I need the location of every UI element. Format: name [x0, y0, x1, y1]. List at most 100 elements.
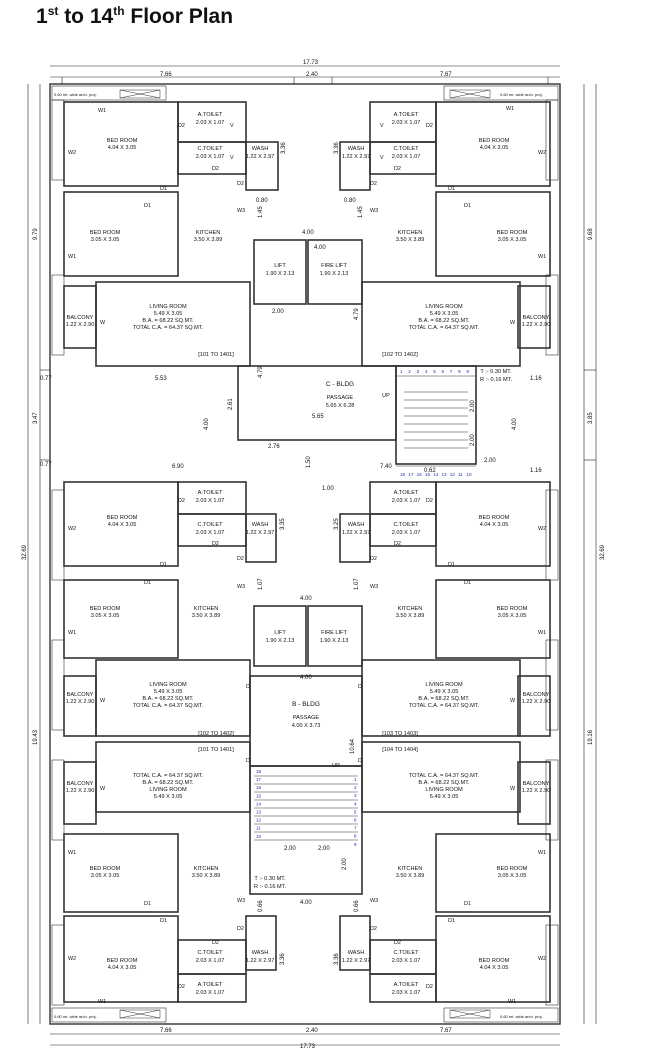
room-ctoilet-bl: C.TOILET	[197, 950, 223, 956]
tag-v-tr2: V	[380, 155, 384, 161]
stair-c-top-step-6: 6	[442, 369, 445, 374]
stair-b-right-step-2: 2	[354, 785, 357, 790]
stair-c-bottom-step-11: 11	[458, 472, 463, 477]
tag-d2-tl3: D2	[237, 181, 244, 187]
room-balcony-bl: BALCONY	[67, 781, 94, 787]
tag-d2-bl3: D2	[178, 984, 185, 990]
tag-w2-bl: W2	[68, 956, 76, 962]
tag-d2-ml: D2	[178, 498, 185, 504]
room-ctoilet-tr-size: 2.03 X 1.07	[392, 154, 421, 160]
tag-d1-tl2: D1	[144, 203, 151, 209]
walls	[63, 101, 551, 1003]
room-bed-tr2-size: 3.05 X 3.05	[498, 237, 527, 243]
tag-w3-tr: W3	[370, 208, 378, 214]
tag-d1-tl: D1	[160, 186, 167, 192]
stair-c-bottom-step-12: 12	[450, 472, 456, 477]
tag-w1-br: W1	[538, 850, 546, 856]
room-atoilet-tr-size: 2.03 X 1.07	[392, 120, 421, 126]
room-living-bl: LIVING ROOM	[149, 787, 187, 793]
window-marks	[119, 89, 491, 1019]
dim-336-tr: 3.36	[334, 142, 340, 154]
dim-400-b3: 4.00	[300, 900, 312, 906]
room-atoilet-ml: A.TOILET	[198, 490, 223, 496]
stair-c-bottom-step-15: 15	[425, 472, 431, 477]
room-living-br: LIVING ROOM	[425, 787, 463, 793]
room-kitchen-bl-size: 3.50 X 3.89	[192, 873, 221, 879]
flat-no-b-bl: [101 TO 1401]	[198, 747, 234, 753]
tag-d1-br: D1	[464, 901, 471, 907]
tag-w-tl: W	[100, 320, 106, 326]
tag-d1-bl: D1	[144, 901, 151, 907]
b-up: UP	[332, 763, 340, 769]
room-atoilet-bl: A.TOILET	[198, 982, 223, 988]
tag-w1-tl: W1	[98, 108, 106, 114]
tag-d1-br2: D1	[448, 918, 455, 924]
dim-400-v: 4.00	[204, 418, 210, 430]
room-bed-bl1-size: 4.04 X 3.05	[108, 965, 137, 971]
tag-d2-br3: D2	[426, 984, 433, 990]
room-living-mr-size: 5.49 X 3.05	[430, 689, 459, 695]
area-ba-br: B.A. = 68.22 SQ.MT.	[418, 780, 470, 786]
room-kitchen-ml: KITCHEN	[194, 606, 219, 612]
room-living-ml: LIVING ROOM	[149, 682, 187, 688]
fire-lift-b: FIRE LIFT	[321, 630, 347, 636]
room-balcony-tl: BALCONY	[67, 315, 94, 321]
dim-145-l: 1.45	[258, 206, 264, 218]
lift-c: LIFT	[274, 263, 286, 269]
room-living-tl: LIVING ROOM	[149, 304, 187, 310]
room-bed-mr1-size: 4.04 X 3.05	[480, 522, 509, 528]
c-up: UP	[382, 393, 390, 399]
tag-w1-br2: W1	[508, 999, 516, 1005]
tag-d2-ml2: D2	[212, 541, 219, 547]
room-wash-bl-size: 1.22 X 2.97	[246, 958, 275, 964]
dim-565: 5.65	[312, 414, 324, 420]
dim-200-c: 2.00	[272, 309, 284, 315]
flat-no-b-tr: [103 TO 1403]	[382, 731, 418, 737]
dim-200-b2: 2.00	[318, 846, 330, 852]
tag-w2-br: W2	[538, 956, 546, 962]
room-bed-bl1: BED ROOM	[107, 958, 138, 964]
lift-b-size: 1.90 X 2.13	[266, 638, 295, 644]
room-bed-tl2-size: 3.05 X 3.05	[91, 237, 120, 243]
tag-w1-tr2: W1	[538, 254, 546, 260]
dim-080-r: 0.80	[344, 198, 356, 204]
tag-w2-tr: W2	[538, 150, 546, 156]
dim-left-h1: 9.79	[33, 228, 39, 240]
room-wash-tr: WASH	[348, 146, 365, 152]
dim-left-top: 7.66	[160, 72, 172, 78]
room-bed-tl2: BED ROOM	[90, 230, 121, 236]
dim-077-b: 0.77	[40, 462, 52, 468]
dim-200-h: 2.00	[484, 458, 496, 464]
room-living-tr-size: 5.49 X 3.05	[430, 311, 459, 317]
stair-b-right-step-6: 6	[354, 818, 357, 823]
room-ctoilet-tl-size: 2.03 X 1.07	[196, 154, 225, 160]
dim-1064: 10.64	[350, 738, 356, 754]
room-bed-tr1: BED ROOM	[479, 138, 510, 144]
projection-strips	[51, 85, 559, 1023]
room-bed-ml1: BED ROOM	[107, 515, 138, 521]
dim-400-c1: 4.00	[302, 230, 314, 236]
dim-400-b2: 4.00	[300, 675, 312, 681]
stair-b	[254, 775, 358, 841]
room-wash-bl: WASH	[252, 950, 269, 956]
room-kitchen-tl: KITCHEN	[196, 230, 221, 236]
room-living-ml-size: 5.49 X 3.05	[154, 689, 183, 695]
room-atoilet-bl-size: 2.03 X 1.07	[196, 990, 225, 996]
fire-lift-c-size: 1.90 X 2.13	[320, 271, 349, 277]
dim-mid-top: 2.40	[306, 72, 318, 78]
room-bed-br1-size: 4.04 X 3.05	[480, 965, 509, 971]
room-wash-ml-size: 1.22 X 2.97	[246, 530, 275, 536]
b-tread: T :- 0.30 MT.	[254, 876, 286, 882]
tag-w-bl: W	[100, 786, 106, 792]
stair-c-top-step-5: 5	[433, 369, 436, 374]
tag-w-br: W	[510, 786, 516, 792]
tag-w3-ml: W3	[237, 584, 245, 590]
stair-b-right-step-7: 7	[354, 826, 357, 831]
room-atoilet-br-size: 2.03 X 1.07	[392, 990, 421, 996]
stair-b-right-step-4: 4	[354, 801, 357, 806]
dim-total-bottom: 17.73	[300, 1044, 316, 1050]
room-ctoilet-tl: C.TOILET	[197, 146, 223, 152]
tag-w1-bl2: W1	[98, 999, 106, 1005]
stair-c-top-step-7: 7	[450, 369, 453, 374]
